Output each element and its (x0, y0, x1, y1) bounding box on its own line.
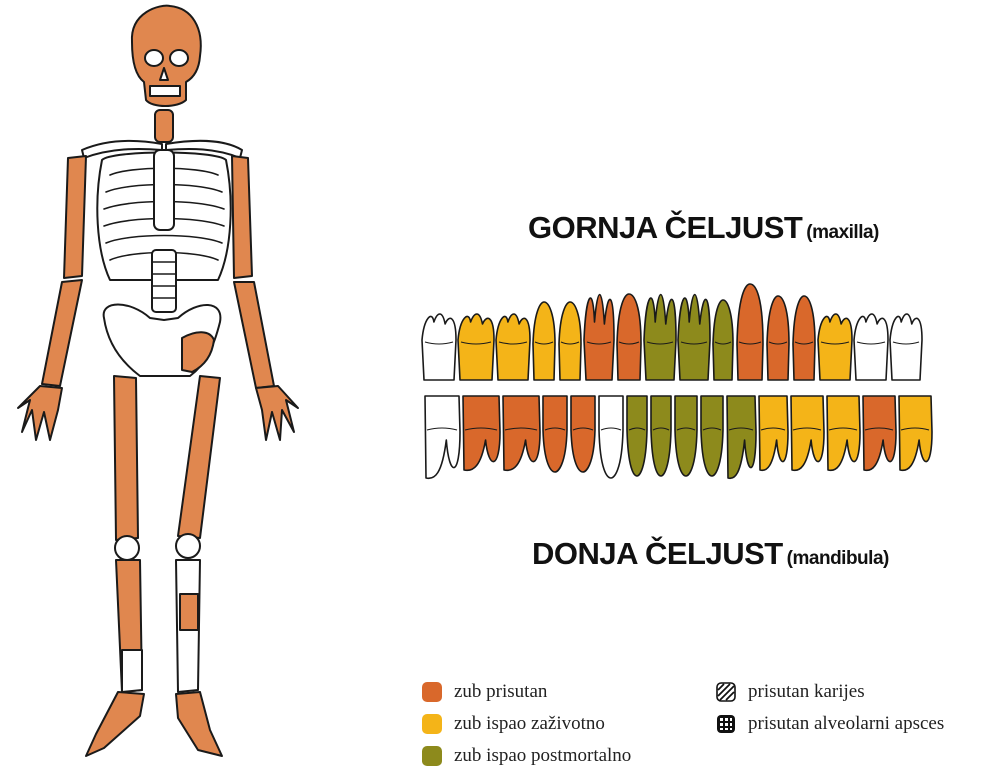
cervical-spine (155, 110, 173, 142)
upper-tooth-10 (713, 300, 733, 380)
upper-tooth-13 (793, 296, 815, 380)
left-foot (86, 692, 144, 756)
lower-tooth-7 (627, 396, 647, 476)
lumbar-spine (152, 250, 176, 312)
legend-swatch-present (422, 682, 442, 702)
right-orbit (170, 50, 188, 66)
lower-tooth-5 (571, 396, 595, 472)
upper-tooth-7 (617, 294, 641, 380)
legend-swatch-postmortem (422, 746, 442, 766)
left-hand (18, 386, 62, 440)
upper-tooth-5 (559, 302, 581, 380)
lower-jaw-title: DONJA ČELJUST (532, 536, 783, 571)
left-forearm (42, 280, 82, 386)
legend-label-present: zub prisutan (454, 681, 547, 703)
lower-tooth-15 (863, 396, 896, 470)
lower-tooth-16 (899, 396, 932, 470)
upper-tooth-8 (644, 295, 676, 381)
abscess-grid-icon (716, 714, 736, 734)
legend-label-postmortem: zub ispao postmortalno (454, 745, 631, 767)
legend-item-caries: prisutan karijes (716, 681, 865, 703)
legend-item-postmortem: zub ispao postmortalno (422, 745, 631, 767)
upper-tooth-3 (496, 314, 530, 380)
right-femur (178, 376, 220, 538)
lower-tooth-12 (759, 396, 788, 470)
left-femur (114, 376, 138, 540)
right-hand (256, 386, 298, 440)
right-tibia-preserved-part (180, 594, 198, 630)
left-orbit (145, 50, 163, 66)
legend-label-antemortem: zub ispao zaživotno (454, 713, 605, 735)
lower-tooth-14 (827, 396, 860, 470)
left-patella (115, 536, 139, 560)
legend-item-antemortem: zub ispao zaživotno (422, 713, 605, 735)
lower-tooth-2 (463, 396, 500, 470)
right-foot (176, 692, 222, 756)
right-humerus (232, 156, 252, 278)
caries-hatch-icon (716, 682, 736, 702)
right-patella (176, 534, 200, 558)
right-forearm (234, 282, 274, 388)
upper-tooth-12 (767, 296, 789, 380)
legend-swatch-antemortem (422, 714, 442, 734)
jaw-teeth (150, 86, 180, 96)
lower-tooth-3 (503, 396, 540, 470)
lower-tooth-10 (701, 396, 723, 476)
legend: zub prisutan zub ispao zaživotno zub isp… (422, 679, 992, 774)
legend-item-abscess: prisutan alveolarni apsces (716, 713, 944, 735)
dental-chart (400, 200, 960, 500)
upper-tooth-11 (737, 284, 763, 380)
legend-label-caries: prisutan karijes (748, 681, 865, 703)
skeleton-diagram (0, 0, 330, 776)
lower-tooth-1 (425, 396, 460, 478)
left-humerus (64, 156, 86, 278)
lower-jaw-heading: DONJA ČELJUST (mandibula) (532, 536, 889, 572)
upper-tooth-14 (818, 314, 852, 380)
lower-tooth-9 (675, 396, 697, 476)
upper-tooth-2 (458, 314, 494, 380)
lower-tooth-11 (727, 396, 756, 478)
lower-tooth-6 (599, 396, 623, 478)
upper-tooth-15 (854, 314, 888, 380)
legend-item-present: zub prisutan (422, 681, 547, 703)
upper-tooth-16 (890, 314, 922, 380)
upper-tooth-6 (584, 295, 614, 381)
upper-tooth-4 (533, 302, 555, 380)
legend-label-abscess: prisutan alveolarni apsces (748, 713, 944, 735)
lower-tooth-4 (543, 396, 567, 472)
sternum (154, 150, 174, 230)
lower-tooth-13 (791, 396, 824, 470)
upper-tooth-1 (422, 314, 456, 380)
pelvis-preserved-part (182, 332, 214, 372)
lower-tooth-8 (651, 396, 671, 476)
upper-tooth-9 (678, 295, 710, 381)
left-tibia-white-part (122, 650, 142, 692)
lower-jaw-subtitle: (mandibula) (787, 548, 889, 569)
